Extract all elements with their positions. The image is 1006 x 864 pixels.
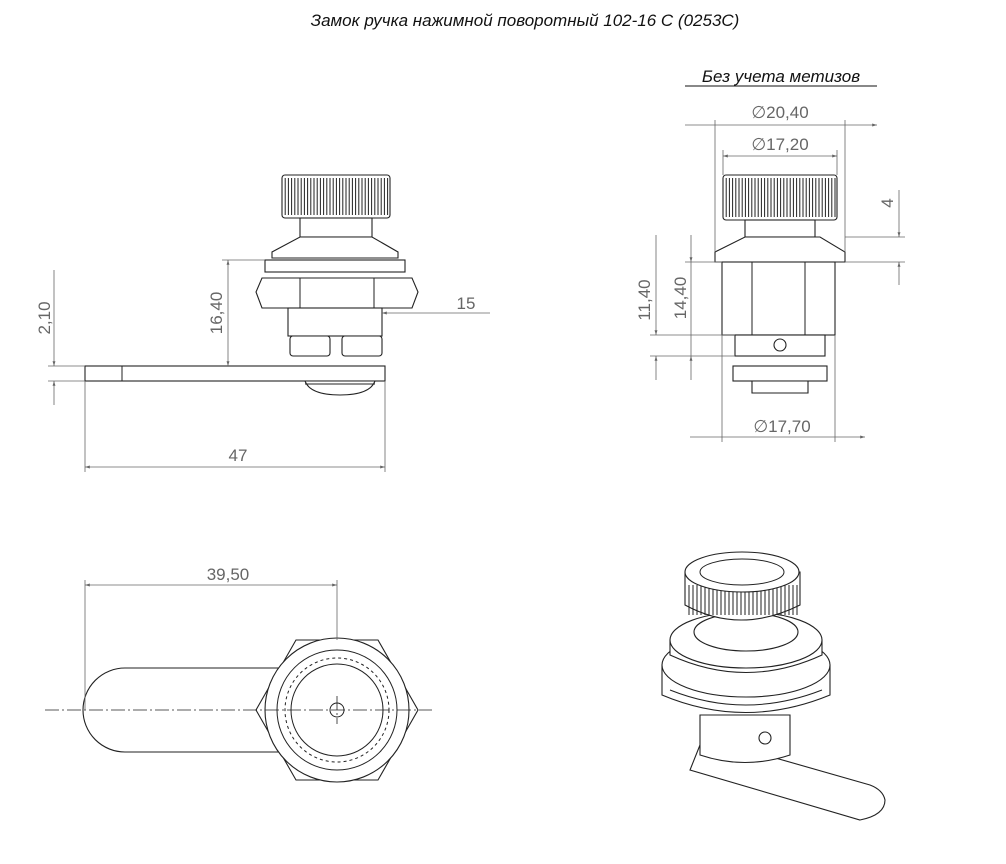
dim-h1: 11,40 bbox=[635, 279, 654, 320]
dim-flange-diameter: ∅20,40 bbox=[751, 103, 808, 122]
dim-length: 47 bbox=[229, 446, 248, 465]
note-text: Без учета метизов bbox=[702, 67, 860, 86]
dim-nut-diameter: ∅17,70 bbox=[753, 417, 810, 436]
dim-knob-gap: 4 bbox=[878, 198, 897, 207]
dim-thread: 15 bbox=[457, 294, 476, 313]
front-view: 2,10 16,40 15 47 bbox=[35, 174, 490, 472]
drawing-title: Замок ручка нажимной поворотный 102-16 С… bbox=[311, 11, 740, 30]
dim-h2: 14,40 bbox=[671, 277, 690, 320]
dim-height: 16,40 bbox=[207, 292, 226, 335]
dim-lever-reach: 39,50 bbox=[207, 565, 250, 584]
side-view: ∅20,40 ∅17,20 4 11,40 14,40 ∅17,70 bbox=[635, 103, 905, 442]
dim-knob-diameter: ∅17,20 bbox=[751, 135, 808, 154]
isometric-view bbox=[661, 551, 886, 821]
top-view: 39,50 bbox=[45, 565, 432, 783]
dim-plate-thickness: 2,10 bbox=[35, 301, 54, 334]
